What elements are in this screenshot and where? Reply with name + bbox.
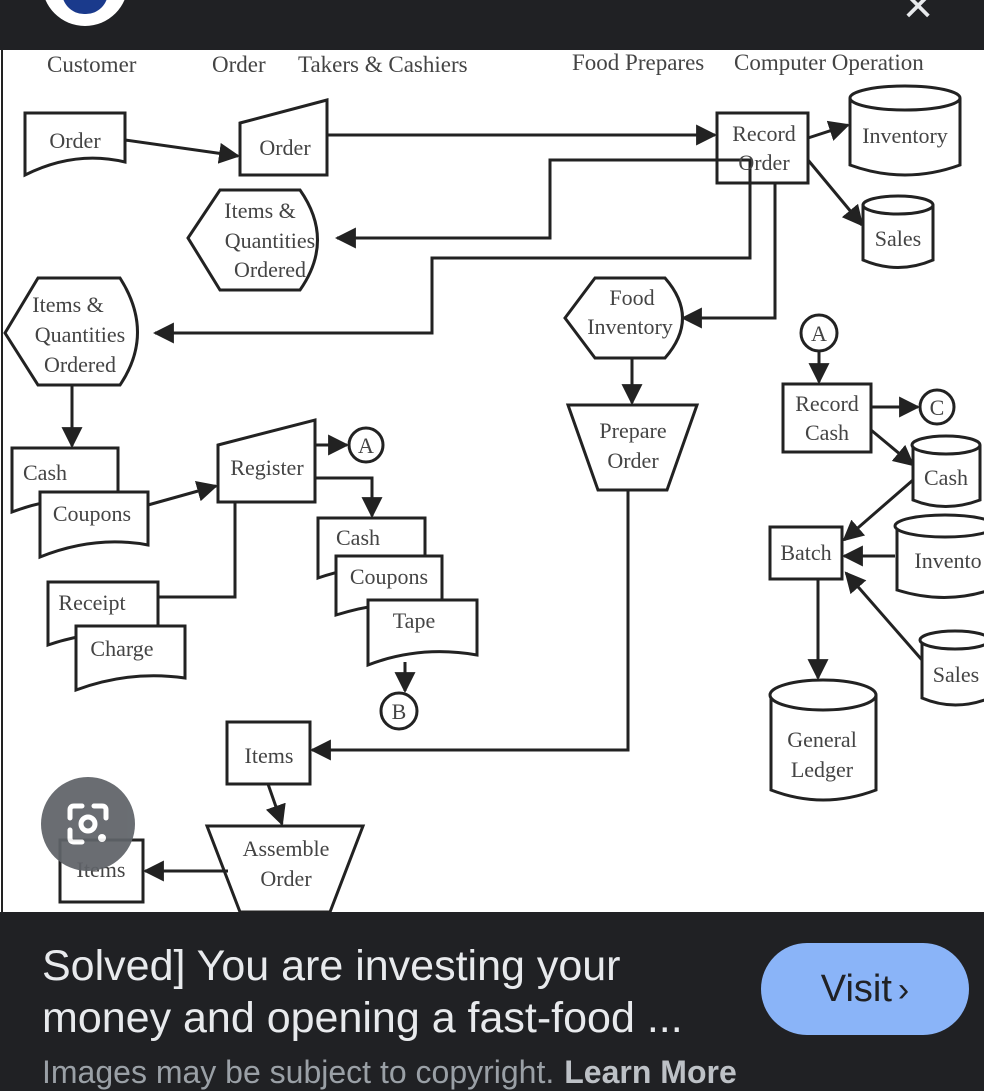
record-order-label-1: Record xyxy=(732,121,796,146)
record-order-label-2: Order xyxy=(738,150,790,175)
copyright-text: Images may be subject to copyright. xyxy=(42,1054,555,1090)
record-order-shape xyxy=(715,111,810,185)
items-quantities-2-label-3: Ordered xyxy=(44,352,116,377)
google-lens-icon[interactable] xyxy=(41,777,135,871)
result-title[interactable]: Solved] You are investing your money and… xyxy=(42,942,683,1042)
general-ledger-shape xyxy=(769,695,878,802)
shield-icon xyxy=(62,0,108,14)
inventory-right-label: Invento xyxy=(914,548,981,573)
items-quantities-1-label-2: Quantities xyxy=(225,228,315,253)
header-order: Order xyxy=(212,52,266,77)
record-cash-shape xyxy=(781,382,873,454)
items-quantities-1-label-3: Ordered xyxy=(234,257,306,282)
food-inventory-label-2: Inventory xyxy=(587,314,673,339)
header-computer-operation: Computer Operation xyxy=(734,50,924,75)
flowchart-image: Customer Order Takers & Cashiers Food Pr… xyxy=(1,50,984,912)
coupons-doc-shape xyxy=(38,490,150,560)
connector-a2-label: A xyxy=(811,321,827,346)
assemble-order-shape xyxy=(204,824,366,912)
register-label: Register xyxy=(230,455,304,480)
general-ledger-label-2: Ledger xyxy=(791,757,854,782)
result-panel: Solved] You are investing your money and… xyxy=(0,912,984,1090)
tape-doc-shape xyxy=(366,598,479,668)
connector-b-label: B xyxy=(392,699,407,724)
items-quantities-2-shape xyxy=(3,276,139,387)
inventory-top-shape xyxy=(848,98,962,177)
inventory-top-label: Inventory xyxy=(862,123,948,148)
header-takers-cashiers: Takers & Cashiers xyxy=(298,52,468,77)
coupons-doc2-label: Coupons xyxy=(350,564,428,589)
items-quantities-1-label-1: Items & xyxy=(224,198,296,223)
learn-more-link[interactable]: Learn More xyxy=(564,1054,737,1090)
image-viewer[interactable]: Customer Order Takers & Cashiers Food Pr… xyxy=(0,50,984,912)
items-box-shape xyxy=(225,720,312,786)
record-cash-label-1: Record xyxy=(795,391,859,416)
items-box-label: Items xyxy=(245,743,294,768)
top-bar: ˘ × xyxy=(0,0,984,50)
order-input-label: Order xyxy=(259,135,311,160)
customer-order-label: Order xyxy=(49,128,101,153)
more-options-icon[interactable]: ˘ xyxy=(780,0,810,11)
record-cash-label-2: Cash xyxy=(805,420,849,445)
cash-db-label: Cash xyxy=(924,465,968,490)
sales-top-shape xyxy=(861,205,935,269)
prepare-order-label-1: Prepare xyxy=(599,418,666,443)
sales-right-label: Sales xyxy=(933,662,979,687)
connector-c-label: C xyxy=(930,395,945,420)
prepare-order-label-2: Order xyxy=(607,448,659,473)
items-quantities-2-label-1: Items & xyxy=(32,292,104,317)
assemble-order-label-2: Order xyxy=(260,866,312,891)
charge-doc-label: Charge xyxy=(90,636,153,661)
charge-doc-shape xyxy=(74,624,187,693)
inventory-right-shape xyxy=(895,526,984,599)
chevron-right-icon: › xyxy=(897,971,910,1009)
site-logo[interactable] xyxy=(42,0,128,26)
cash-doc2-label: Cash xyxy=(336,525,380,550)
visit-label: Visit xyxy=(820,968,892,1010)
header-customer: Customer xyxy=(47,52,137,77)
receipt-doc-label: Receipt xyxy=(58,590,125,615)
prepare-order-shape xyxy=(565,403,700,492)
sales-top-label: Sales xyxy=(875,226,921,251)
connector-a-label: A xyxy=(358,433,374,458)
cash-doc-label: Cash xyxy=(23,460,67,485)
header-food-preparers: Food Prepares xyxy=(572,50,704,75)
cash-db-shape xyxy=(911,445,982,508)
items-quantities-1-shape xyxy=(186,188,319,292)
coupons-doc-label: Coupons xyxy=(53,501,131,526)
general-ledger-label-1: General xyxy=(787,727,857,752)
sales-right-shape xyxy=(920,640,984,707)
lens-glyph xyxy=(67,803,109,845)
batch-label: Batch xyxy=(780,540,831,565)
close-icon[interactable]: × xyxy=(902,0,934,35)
items-quantities-2-label-2: Quantities xyxy=(35,322,125,347)
visit-button[interactable]: Visit› xyxy=(761,943,969,1035)
food-inventory-label-1: Food xyxy=(609,285,654,310)
customer-order-shape xyxy=(23,111,127,178)
tape-doc-label: Tape xyxy=(393,608,435,633)
copyright-notice: Images may be subject to copyright.Learn… xyxy=(42,1054,962,1091)
assemble-order-label-1: Assemble xyxy=(243,836,330,861)
